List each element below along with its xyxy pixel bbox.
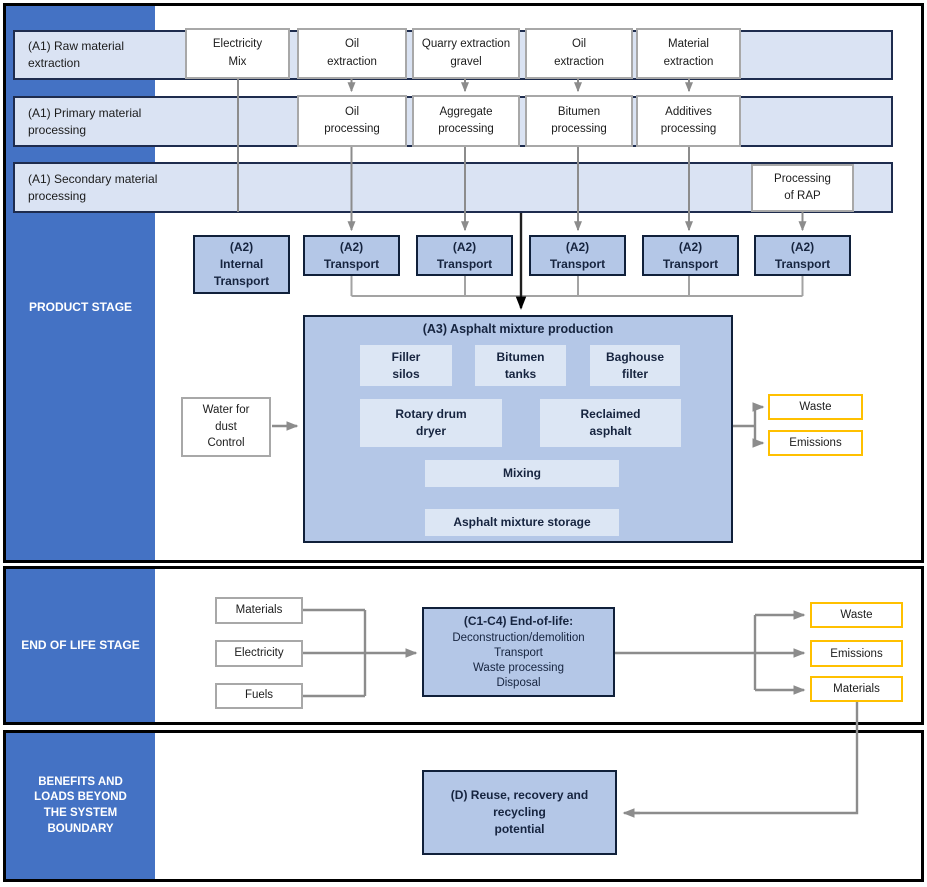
box-asphalt-mixture-storage: Asphalt mixture storage xyxy=(425,509,619,536)
band-primary-material-processing-label: (A1) Primary material processing xyxy=(28,105,142,137)
box-electricity-input: Electricity xyxy=(215,640,303,667)
c-box-title: (C1-C4) End-of-life: xyxy=(463,613,574,628)
box-mixing: Mixing xyxy=(425,460,619,487)
benefits-label: BENEFITS AND LOADS BEYOND THE SYSTEM BOU… xyxy=(34,775,127,835)
box-a3-asphalt-mixture-production: (A3) Asphalt mixture production Filler s… xyxy=(303,315,733,543)
box-a2-transport-3: (A2) Transport xyxy=(529,235,626,276)
box-oil-processing: Oil processing xyxy=(297,95,407,147)
box-materials-input: Materials xyxy=(215,597,303,624)
end-of-life-label: END OF LIFE STAGE xyxy=(21,638,140,653)
box-filler-silos: Filler silos xyxy=(360,345,452,386)
box-a2-internal-transport: (A2) Internal Transport xyxy=(193,235,290,294)
box-bitumen-processing: Bitumen processing xyxy=(525,95,633,147)
box-waste-end-of-life: Waste xyxy=(810,602,903,628)
band-raw-material-extraction-label: (A1) Raw material extraction xyxy=(28,39,125,70)
benefits-stage-frame xyxy=(3,730,924,882)
band-secondary-material-processing-label: (A1) Secondary material processing xyxy=(28,171,158,203)
product-stage-sidebar: PRODUCT STAGE xyxy=(6,6,155,560)
end-of-life-sidebar: END OF LIFE STAGE xyxy=(6,569,155,722)
box-electricity-mix: Electricity Mix xyxy=(185,28,290,79)
box-additives-processing: Additives processing xyxy=(636,95,741,147)
box-d-reuse-recovery-recycling: (D) Reuse, recovery and recycling potent… xyxy=(422,770,617,855)
benefits-sidebar: BENEFITS AND LOADS BEYOND THE SYSTEM BOU… xyxy=(6,733,155,879)
box-quarry-extraction-gravel: Quarry extraction gravel xyxy=(412,28,520,79)
box-processing-of-rap: Processing of RAP xyxy=(751,164,854,212)
product-stage-frame xyxy=(3,3,924,563)
box-a2-transport-2: (A2) Transport xyxy=(416,235,513,276)
box-materials-end-of-life: Materials xyxy=(810,676,903,702)
box-emissions-product-stage: Emissions xyxy=(768,430,863,456)
product-stage-label: PRODUCT STAGE xyxy=(28,299,133,314)
c-box-processes: Deconstruction/demolition Transport Wast… xyxy=(452,631,585,690)
box-a2-transport-5: (A2) Transport xyxy=(754,235,851,276)
box-material-extraction: Material extraction xyxy=(636,28,741,79)
box-oil-extraction-1: Oil extraction xyxy=(297,28,407,79)
box-a2-transport-4: (A2) Transport xyxy=(642,235,739,276)
box-c1-c4-end-of-life: (C1-C4) End-of-life: Deconstruction/demo… xyxy=(422,607,615,697)
box-a2-transport-1: (A2) Transport xyxy=(303,235,400,276)
band-secondary-material-processing: (A1) Secondary material processing xyxy=(13,162,893,213)
box-waste-product-stage: Waste xyxy=(768,394,863,420)
end-of-life-stage-frame xyxy=(3,566,924,725)
box-fuels-input: Fuels xyxy=(215,683,303,709)
box-reclaimed-asphalt: Reclaimed asphalt xyxy=(540,399,681,447)
box-aggregate-processing: Aggregate processing xyxy=(412,95,520,147)
box-emissions-end-of-life: Emissions xyxy=(810,640,903,667)
box-water-for-dust-control: Water for dust Control xyxy=(181,397,271,457)
box-baghouse-filter: Baghouse filter xyxy=(590,345,680,386)
a3-title: (A3) Asphalt mixture production xyxy=(422,322,614,336)
box-rotary-drum-dryer: Rotary drum dryer xyxy=(360,399,502,447)
box-bitumen-tanks: Bitumen tanks xyxy=(475,345,566,386)
box-oil-extraction-2: Oil extraction xyxy=(525,28,633,79)
